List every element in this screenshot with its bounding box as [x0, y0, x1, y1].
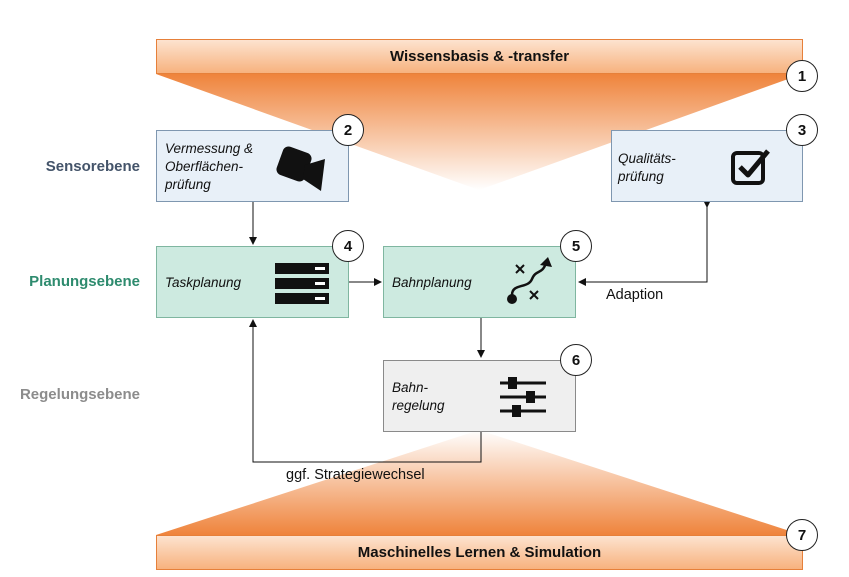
badge-4: 4	[332, 230, 364, 262]
server-icon	[275, 263, 329, 304]
badge-6: 6	[560, 344, 592, 376]
knowledge-base-bar: Wissensbasis & -transfer	[156, 39, 803, 74]
measurement-label: Vermessung & Oberflächen- prüfung	[165, 141, 254, 192]
path-icon	[507, 257, 552, 304]
level-planning: Planungsebene	[29, 273, 140, 290]
badge-5: 5	[560, 230, 592, 262]
badge-1: 1	[786, 60, 818, 92]
camera-icon	[276, 146, 325, 191]
arrow-adaption	[578, 200, 711, 286]
quality-label: Qualitäts- prüfung	[618, 151, 676, 184]
checkbox-icon	[731, 149, 770, 185]
badge-2: 2	[332, 114, 364, 146]
task-planning-box: Taskplanung	[156, 246, 349, 318]
quality-box: Qualitäts- prüfung	[611, 130, 803, 202]
sliders-icon	[500, 377, 546, 417]
ml-simulation-label: Maschinelles Lernen & Simulation	[357, 544, 602, 561]
ml-simulation-bar: Maschinelles Lernen & Simulation	[156, 535, 803, 570]
path-control-label: Bahn- regelung	[392, 380, 445, 413]
badge-7: 7	[786, 519, 818, 551]
level-sensor: Sensorebene	[45, 158, 140, 175]
strategy-change-label: ggf. Strategiewechsel	[286, 467, 425, 483]
measurement-box: Vermessung & Oberflächen- prüfung	[156, 130, 349, 202]
task-planning-label: Taskplanung	[165, 275, 242, 290]
top-funnel	[156, 74, 802, 190]
path-planning-box: Bahnplanung	[383, 246, 576, 318]
path-planning-label: Bahnplanung	[392, 275, 472, 290]
path-control-box: Bahn- regelung	[383, 360, 576, 432]
arrow-strategy-change	[249, 319, 482, 463]
knowledge-base-label: Wissensbasis & -transfer	[389, 48, 570, 65]
bottom-funnel	[156, 430, 802, 535]
badge-3: 3	[786, 114, 818, 146]
level-control: Regelungsebene	[19, 386, 140, 403]
adaption-label: Adaption	[606, 287, 664, 303]
